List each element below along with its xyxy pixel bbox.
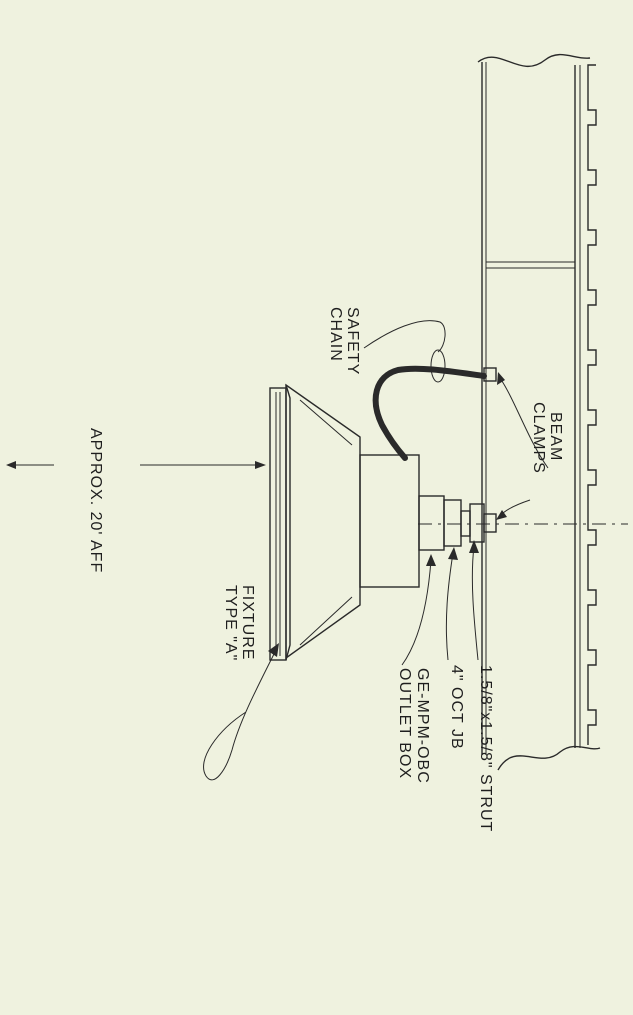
outlet-box-label-line2: OUTLET BOX <box>396 668 413 779</box>
leaders <box>203 320 549 781</box>
oct-jb-label: 4" OCT JB <box>448 665 465 750</box>
safety-chain-label-line2: CHAIN <box>327 307 344 362</box>
roof-deck <box>574 64 597 748</box>
fixture-type-a <box>269 383 420 661</box>
approx-height-label: APPROX. 20' AFF <box>87 428 104 573</box>
outlet-box-label-line1: GE-MPM-OBC <box>414 668 431 784</box>
beam-clamps-label-line1: BEAM <box>547 412 564 461</box>
strut-label: 1.5/8"x1.5/8" STRUT <box>477 665 494 832</box>
beam-clamps-label-line2: CLAMPS <box>530 402 547 474</box>
height-dimension <box>6 461 266 469</box>
fixture-type-label-line2: TYPE "A" <box>222 585 239 661</box>
fixture-type-label-line1: FIXTURE <box>239 585 256 660</box>
steel-beam <box>477 53 601 771</box>
safety-chain <box>372 349 487 461</box>
safety-chain-label-line1: SAFETY <box>344 307 361 375</box>
